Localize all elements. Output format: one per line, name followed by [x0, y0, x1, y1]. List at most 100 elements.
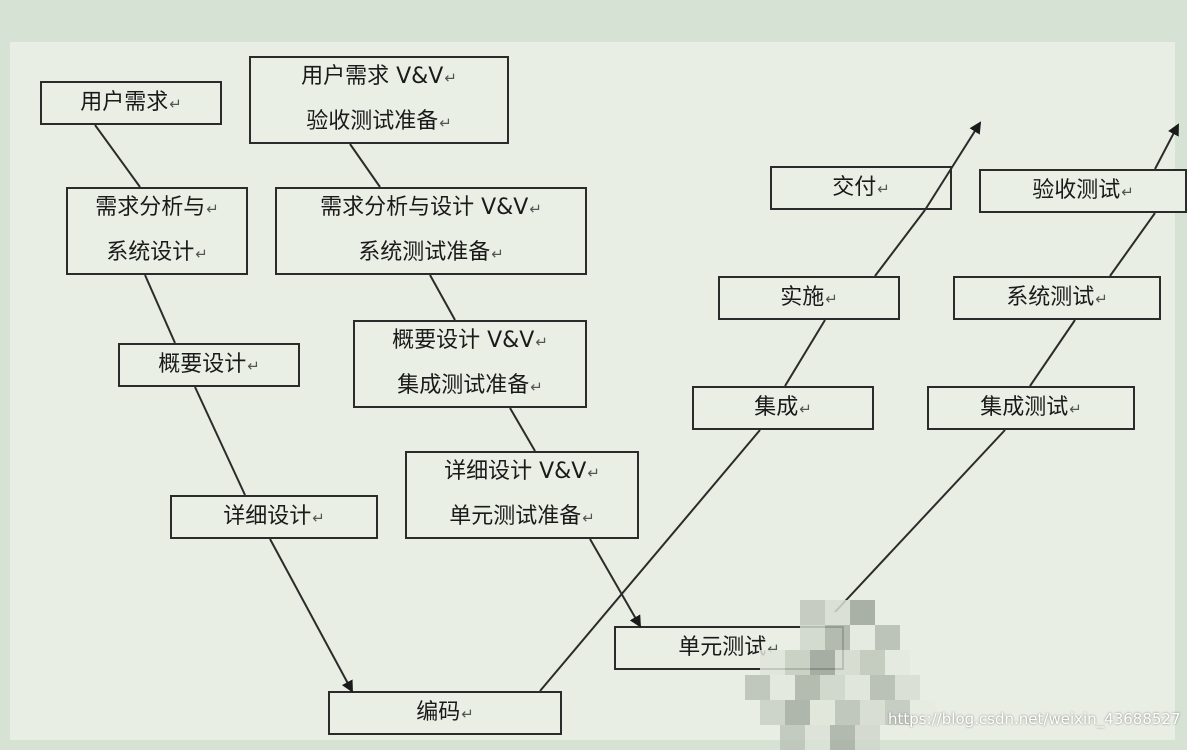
box-label: 详细设计 [223, 503, 312, 529]
box-text-line: 交付↵ [832, 166, 890, 211]
box-detail-design: 详细设计↵ [170, 495, 378, 539]
box-outline-design-vv: 概要设计 V&V↵集成测试准备↵ [353, 320, 587, 408]
box-detail-design-vv: 详细设计 V&V↵单元测试准备↵ [405, 451, 639, 539]
box-label: 系统测试 [1006, 284, 1095, 310]
watermark-text: https://blog.csdn.net/weixin_43688527 [888, 710, 1181, 728]
mosaic-cell [860, 700, 885, 725]
mosaic-cell [860, 650, 885, 675]
mosaic-cell [830, 725, 855, 750]
return-mark: ↵ [206, 200, 219, 218]
box-text-line: 集成测试准备↵ [397, 364, 543, 409]
return-mark: ↵ [247, 356, 260, 375]
box-label: 单元测试 [678, 634, 767, 660]
box-label: 系统设计 [106, 240, 195, 265]
mosaic-cell [825, 600, 850, 625]
mosaic-cell [785, 700, 810, 725]
box-req-analysis: 需求分析与↵系统设计↵ [66, 187, 248, 275]
mosaic-cell [795, 675, 820, 700]
mosaic-cell [850, 600, 875, 625]
box-text-line: 详细设计 V&V↵ [444, 450, 600, 495]
box-text-line: 验收测试准备↵ [306, 100, 452, 145]
box-label: 单元测试准备 [449, 504, 582, 529]
return-mark: ↵ [529, 200, 542, 218]
box-text-line: 实施↵ [780, 276, 838, 321]
box-text-line: 需求分析与↵ [95, 186, 219, 231]
mosaic-cell [800, 600, 825, 625]
return-mark: ↵ [461, 704, 474, 723]
box-text-line: 编码↵ [416, 691, 474, 736]
mosaic-cell [835, 650, 860, 675]
box-coding: 编码↵ [328, 691, 562, 735]
box-label: 集成测试准备 [397, 373, 530, 398]
box-integration: 集成↵ [692, 386, 874, 430]
box-text-line: 系统测试↵ [1006, 276, 1108, 321]
box-label: 编码 [416, 699, 461, 725]
box-label: 实施 [780, 284, 825, 310]
return-mark: ↵ [582, 509, 595, 527]
box-delivery: 交付↵ [770, 166, 952, 210]
box-label: 需求分析与 [95, 195, 206, 220]
return-mark: ↵ [1121, 182, 1134, 201]
mosaic-cell [875, 625, 900, 650]
mosaic-cell [805, 725, 830, 750]
mosaic-cell [810, 650, 835, 675]
return-mark: ↵ [195, 245, 208, 263]
mosaic-cell [825, 625, 850, 650]
box-label: 需求分析与设计 V&V [320, 195, 529, 220]
return-mark: ↵ [1069, 399, 1082, 418]
box-text-line: 验收测试↵ [1032, 169, 1134, 214]
mosaic-cell [745, 675, 770, 700]
box-text-line: 详细设计↵ [223, 495, 325, 540]
box-label: 集成 [754, 394, 799, 420]
box-label: 验收测试准备 [306, 109, 439, 134]
return-mark: ↵ [587, 464, 600, 482]
box-text-line: 需求分析与设计 V&V↵ [320, 186, 542, 231]
box-text-line: 用户需求↵ [80, 81, 182, 126]
mosaic-cell [845, 675, 870, 700]
mosaic-cell [760, 650, 785, 675]
box-label: 概要设计 V&V [392, 328, 535, 353]
mosaic-cell [885, 700, 910, 725]
box-text-line: 用户需求 V&V↵ [301, 55, 457, 100]
return-mark: ↵ [530, 378, 543, 396]
box-integration-test: 集成测试↵ [927, 386, 1135, 430]
box-text-line: 系统测试准备↵ [358, 231, 504, 276]
box-label: 用户需求 [80, 89, 169, 115]
return-mark: ↵ [444, 69, 457, 87]
box-text-line: 集成↵ [754, 386, 812, 431]
box-label: 用户需求 V&V [301, 64, 444, 89]
mosaic-cell [820, 675, 845, 700]
mosaic-cell [895, 675, 920, 700]
mosaic-cell [785, 650, 810, 675]
box-user-req: 用户需求↵ [40, 81, 222, 125]
box-system-test: 系统测试↵ [953, 276, 1161, 320]
mosaic-cell [855, 725, 880, 750]
box-implementation: 实施↵ [718, 276, 900, 320]
box-label: 详细设计 V&V [444, 459, 587, 484]
box-label: 集成测试 [980, 394, 1069, 420]
mosaic-cell [810, 700, 835, 725]
mosaic-cell [885, 650, 910, 675]
box-text-line: 系统设计↵ [106, 231, 208, 276]
return-mark: ↵ [439, 114, 452, 132]
mosaic-cell [850, 625, 875, 650]
box-label: 验收测试 [1032, 177, 1121, 203]
return-mark: ↵ [535, 333, 548, 351]
box-text-line: 集成测试↵ [980, 386, 1082, 431]
mosaic-cell [760, 700, 785, 725]
box-text-line: 单元测试准备↵ [449, 495, 595, 540]
box-outline-design: 概要设计↵ [118, 343, 300, 387]
box-user-req-vv: 用户需求 V&V↵验收测试准备↵ [249, 56, 509, 144]
box-req-analysis-vv: 需求分析与设计 V&V↵系统测试准备↵ [275, 187, 587, 275]
mosaic-cell [870, 675, 895, 700]
box-label: 系统测试准备 [358, 240, 491, 265]
return-mark: ↵ [169, 94, 182, 113]
box-label: 概要设计 [158, 351, 247, 377]
box-acceptance-test: 验收测试↵ [979, 169, 1187, 213]
return-mark: ↵ [825, 289, 838, 308]
mosaic-cell [800, 625, 825, 650]
mosaic-cell [780, 725, 805, 750]
box-text-line: 概要设计 V&V↵ [392, 319, 548, 364]
return-mark: ↵ [877, 179, 890, 198]
mosaic-cell [910, 700, 935, 725]
